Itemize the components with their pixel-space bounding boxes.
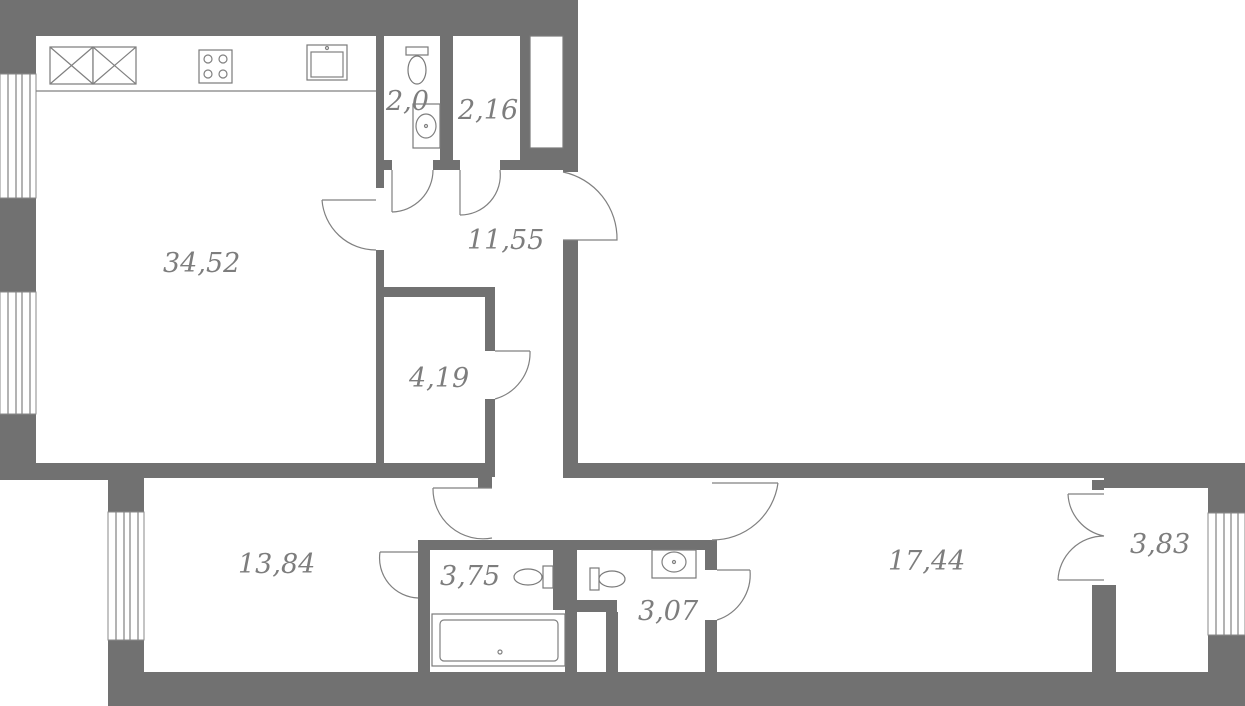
wc-fixtures <box>405 46 441 149</box>
door-storage <box>494 350 531 400</box>
kitchen-fixtures <box>36 44 376 92</box>
area-living-kitchen: 34,52 <box>163 248 241 279</box>
bathtub-icon <box>431 613 566 667</box>
window-balcony <box>1207 512 1245 636</box>
kitchen-cabinet-icon <box>49 46 137 85</box>
window-living-lower <box>0 291 37 415</box>
door-bedroom-right <box>711 482 779 541</box>
door-bedroom-left <box>432 487 493 540</box>
area-shower-room: 3,07 <box>638 596 699 627</box>
area-hallway: 11,55 <box>467 225 545 256</box>
door-shower <box>716 569 751 621</box>
closet-shelf <box>529 35 564 149</box>
door-bathroom <box>378 551 419 599</box>
bathroom-fixtures <box>431 565 566 667</box>
washbasin-icon <box>651 549 697 579</box>
area-balcony-loggia: 3,83 <box>1130 529 1191 560</box>
area-wardrobe-closet: 2,16 <box>458 95 519 126</box>
door-balcony <box>1057 493 1105 581</box>
window-living-upper <box>0 73 37 199</box>
area-wc: 2,0 <box>386 86 429 117</box>
area-bedroom-right: 17,44 <box>888 546 966 577</box>
door-living <box>321 199 377 251</box>
area-bathroom: 3,75 <box>440 561 501 592</box>
stove-icon <box>198 49 233 84</box>
toilet-icon <box>513 565 554 589</box>
door-wc <box>391 169 434 213</box>
window-bedroom-left <box>107 511 145 641</box>
area-storage: 4,19 <box>409 363 470 394</box>
toilet-icon <box>589 567 626 591</box>
door-closet <box>459 169 501 216</box>
door-entrance <box>562 171 618 241</box>
toilet-icon <box>405 46 429 85</box>
washbasin-icon <box>412 103 441 149</box>
shower-fixtures <box>589 549 697 591</box>
windows <box>0 73 1245 641</box>
kitchen-sink-icon <box>306 44 348 81</box>
doors <box>321 169 1105 621</box>
area-bedroom-left: 13,84 <box>238 549 316 580</box>
